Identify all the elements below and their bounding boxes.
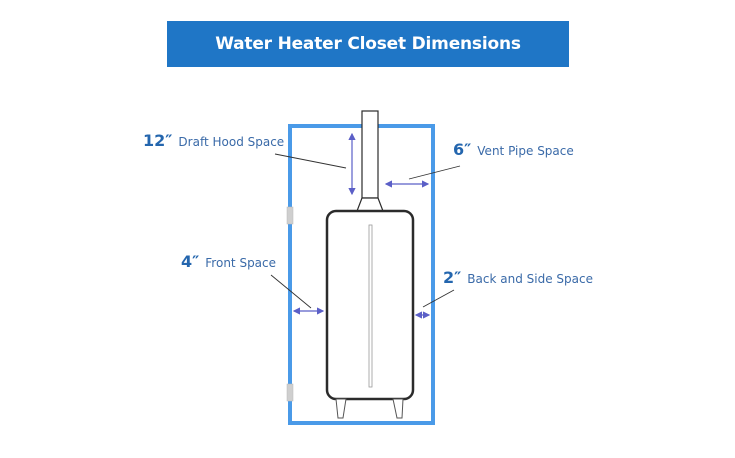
hinge-top (286, 206, 294, 225)
label-vent-pipe: 6″ Vent Pipe Space (453, 140, 574, 159)
tank-gauge (368, 224, 373, 388)
back-side-value: 2″ (443, 268, 462, 287)
label-back-side: 2″ Back and Side Space (443, 268, 593, 287)
vent-pipe-value: 6″ (453, 140, 472, 159)
front-leader (270, 274, 312, 309)
front-text: Front Space (205, 256, 277, 270)
vent-pipe (361, 110, 379, 199)
vent-pipe-leader (408, 165, 461, 180)
title-banner: Water Heater Closet Dimensions (167, 21, 569, 67)
closet-outline (288, 124, 435, 425)
draft-hood-text: Draft Hood Space (178, 135, 285, 149)
draft-hood (356, 197, 384, 212)
front-value: 4″ (181, 252, 200, 271)
hinge-bottom (286, 383, 294, 402)
label-draft-hood: 12″ Draft Hood Space (143, 131, 284, 150)
vent-pipe-text: Vent Pipe Space (477, 144, 574, 158)
diagram-title: Water Heater Closet Dimensions (215, 34, 521, 54)
tank-leg-left (335, 398, 347, 419)
back-side-text: Back and Side Space (467, 272, 593, 286)
tank-leg-right (392, 398, 404, 419)
back-side-leader (422, 289, 455, 308)
label-front: 4″ Front Space (181, 252, 276, 271)
draft-hood-value: 12″ (143, 131, 173, 150)
draft-hood-leader (274, 153, 347, 169)
